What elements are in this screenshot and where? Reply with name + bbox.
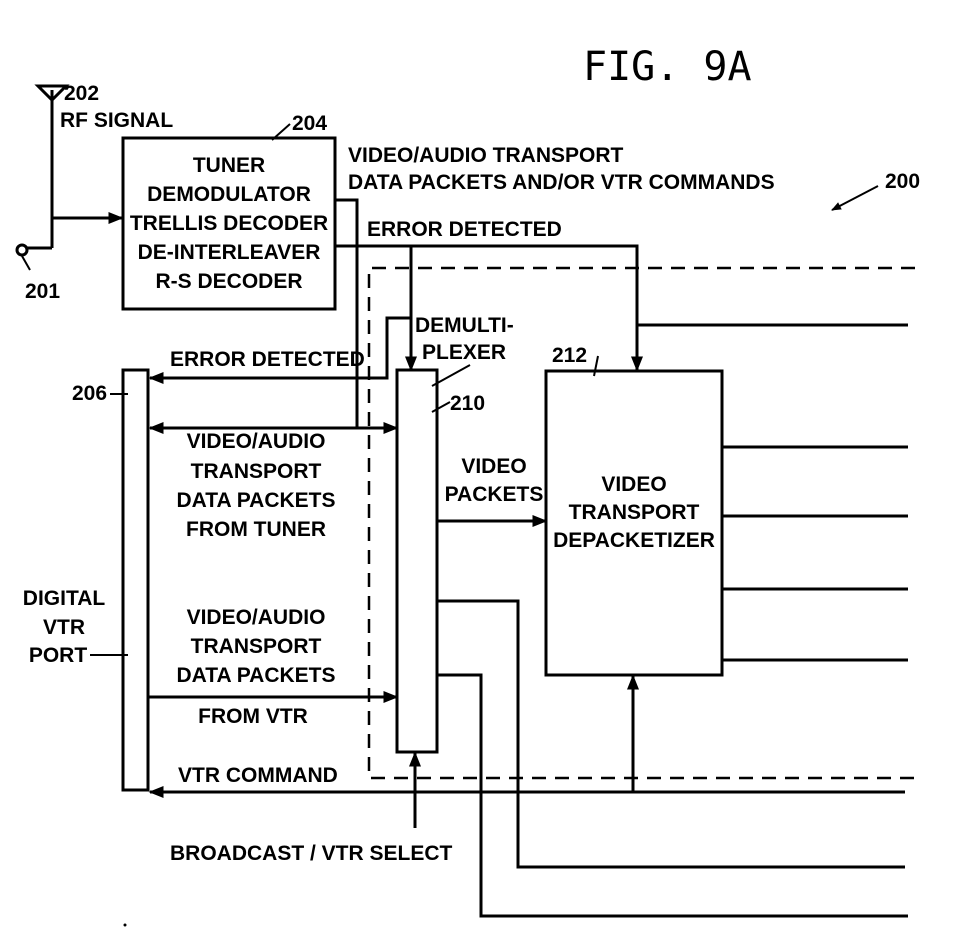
from-tuner-label: FROM TUNER (186, 518, 326, 541)
tuner-line: R-S DECODER (155, 270, 302, 293)
tuner-ref: 204 (292, 112, 327, 135)
vtr-port-label: VTR (43, 616, 85, 639)
tuner-line: TUNER (193, 154, 265, 177)
system-ref: 200 (885, 170, 920, 193)
from-vtr-label: FROM VTR (198, 705, 308, 728)
system-ref-arrow (832, 186, 878, 210)
from-tuner-label: DATA PACKETS (176, 489, 335, 512)
demux-block (397, 370, 437, 752)
demux-ref: 210 (450, 392, 485, 415)
figure-title: FIG. 9A (583, 44, 752, 90)
from-tuner-label: VIDEO/AUDIO (187, 430, 326, 453)
demux-label: PLEXER (422, 341, 506, 364)
tuner-output-label: VIDEO/AUDIO TRANSPORT (348, 144, 624, 167)
error-detected-left-label: ERROR DETECTED (170, 348, 365, 371)
tuner-output-label: DATA PACKETS AND/OR VTR COMMANDS (348, 171, 775, 194)
vtr-port-label: PORT (29, 644, 88, 667)
rf-signal-label: RF SIGNAL (60, 109, 173, 132)
depacketizer-label: VIDEO (601, 473, 666, 496)
demux-label: DEMULTI- (415, 314, 514, 337)
depacketizer-label: TRANSPORT (569, 501, 700, 524)
vtr-port-ref: 206 (72, 382, 107, 405)
select-label: BROADCAST / VTR SELECT (170, 842, 453, 865)
tuner-line: DE-INTERLEAVER (138, 241, 321, 264)
tuner-line: TRELLIS DECODER (130, 212, 328, 235)
video-packets-label: VIDEO (461, 455, 526, 478)
vtr-port-label: DIGITAL (23, 587, 106, 610)
input-terminal-ref: 201 (25, 280, 60, 303)
depacketizer-label: DEPACKETIZER (553, 529, 715, 552)
tuner-line: DEMODULATOR (147, 183, 311, 206)
depacketizer-ref: 212 (552, 344, 587, 367)
from-vtr-label: TRANSPORT (191, 635, 322, 658)
vtr-command-label: VTR COMMAND (178, 764, 338, 787)
error-detected-top-label: ERROR DETECTED (367, 218, 562, 241)
input-terminal-icon (17, 245, 27, 255)
vtr-port-block (123, 370, 148, 790)
from-vtr-label: DATA PACKETS (176, 664, 335, 687)
antenna-ref: 202 (64, 82, 99, 105)
from-tuner-label: TRANSPORT (191, 460, 322, 483)
from-vtr-label: VIDEO/AUDIO (187, 606, 326, 629)
video-packets-label: PACKETS (445, 483, 544, 506)
